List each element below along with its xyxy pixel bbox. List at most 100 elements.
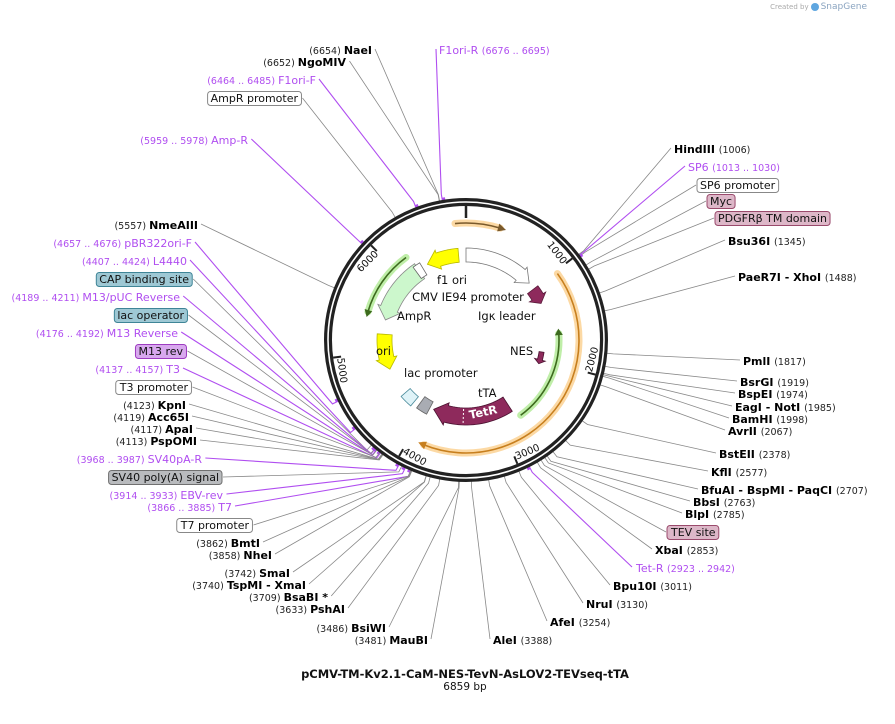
sv40-polya-box[interactable] [416,396,434,415]
label-tta[interactable]: tTA [478,386,497,400]
feature-label-myc[interactable]: Myc [706,194,736,209]
label-f1-ori[interactable]: f1 ori [437,273,467,287]
enzyme-text[interactable]: Bpu10I (3011) [613,580,692,593]
enzyme-text[interactable]: BsrGI (1919) [740,376,809,389]
primer-text[interactable]: (5959 .. 5978) Amp-R [140,134,248,147]
enzyme-text[interactable]: (6652) NgoMIV [263,56,346,69]
enzyme-text[interactable]: (5557) NmeAIII [114,219,198,232]
enzyme-label-apai[interactable]: (4117) ApaI [130,423,193,436]
enzyme-label-hindiii[interactable]: HindIII (1006) [674,143,750,156]
primer-label-tet-r[interactable]: Tet-R (2923 .. 2942) [635,562,735,575]
enzyme-label-blpi[interactable]: BlpI (2785) [685,508,745,521]
enzyme-text[interactable]: AvrII (2067) [728,425,792,438]
nes-arrow[interactable] [533,351,547,365]
feature-label-t7-promoter[interactable]: T7 promoter [176,518,253,533]
primer-label-t7[interactable]: (3866 .. 3885) T7 [147,501,232,514]
f1-ori-arrow[interactable] [426,247,460,270]
ori-arrow[interactable] [375,333,398,370]
primer-label-m13-puc-reverse[interactable]: (4189 .. 4211) M13/pUC Reverse [12,291,181,304]
enzyme-label-bamhi[interactable]: BamHI (1998) [732,413,808,426]
primer-text[interactable]: (4407 .. 4424) L4440 [82,255,187,268]
enzyme-text[interactable]: (4113) PspOMI [116,435,197,448]
enzyme-text[interactable]: AfeI (3254) [550,616,610,629]
ampr-promoter-box[interactable] [412,262,428,280]
primer-label-t3[interactable]: (4137 .. 4157) T3 [95,363,180,376]
enzyme-label-bsabi[interactable]: (3709) BsaBI * [249,591,328,604]
enzyme-label-avrii[interactable]: AvrII (2067) [728,425,792,438]
enzyme-label-naei[interactable]: (6654) NaeI [309,44,372,57]
enzyme-label-bbsi[interactable]: BbsI (2763) [693,496,755,509]
enzyme-text[interactable]: BamHI (1998) [732,413,808,426]
enzyme-label-kfli[interactable]: KflI (2577) [711,466,767,479]
enzyme-text[interactable]: PmlI (1817) [743,355,806,368]
primer-text[interactable]: Tet-R (2923 .. 2942) [635,562,735,575]
cmv-promoter-arrow[interactable] [465,247,530,284]
enzyme-text[interactable]: (3486) BsiWI [316,622,386,635]
primer-label-l4440[interactable]: (4407 .. 4424) L4440 [82,255,187,268]
enzyme-label-acc65i[interactable]: (4119) Acc65I [113,411,189,424]
primer-text[interactable]: (4657 .. 4676) pBR322ori-F [53,237,192,250]
enzyme-text[interactable]: (3709) BsaBI * [249,591,328,604]
enzyme-text[interactable]: (3858) NheI [209,549,272,562]
enzyme-text[interactable]: KflI (2577) [711,466,767,479]
enzyme-label-pmli[interactable]: PmlI (1817) [743,355,806,368]
label-nes[interactable]: NES [510,344,533,358]
enzyme-label-xbai[interactable]: XbaI (2853) [655,544,718,557]
enzyme-label-tspmi-xmai[interactable]: (3740) TspMI - XmaI [192,579,306,592]
label-cmv-promoter[interactable]: CMV IE94 promoter [412,290,524,304]
enzyme-label-eagi-noti[interactable]: EagI - NotI (1985) [735,401,836,414]
feature-text[interactable]: lac operator [117,309,184,322]
enzyme-label-bsiwi[interactable]: (3486) BsiWI [316,622,386,635]
enzyme-text[interactable]: (6654) NaeI [309,44,372,57]
enzyme-text[interactable]: (3481) MauBI [355,634,428,647]
feature-text[interactable]: M13 rev [138,345,183,358]
enzyme-text[interactable]: BstEII (2378) [719,448,790,461]
primer-text[interactable]: (6464 .. 6485) F1ori-F [207,74,316,87]
enzyme-text[interactable]: NruI (3130) [586,598,648,611]
enzyme-label-bmti[interactable]: (3862) BmtI [196,537,260,550]
enzyme-text[interactable]: BfuAI - BspMI - PaqCI (2707) [701,484,868,497]
enzyme-text[interactable]: (4119) Acc65I [113,411,189,424]
feature-text[interactable]: CAP binding site [99,273,189,286]
enzyme-label-ngomiv[interactable]: (6652) NgoMIV [263,56,346,69]
enzyme-label-nmeaiii[interactable]: (5557) NmeAIII [114,219,198,232]
primer-text[interactable]: F1ori-R (6676 .. 6695) [439,44,550,57]
enzyme-label-bpu10i[interactable]: Bpu10I (3011) [613,580,692,593]
enzyme-label-alei[interactable]: AleI (3388) [493,634,552,647]
primer-label-pbr322ori-f[interactable]: (4657 .. 4676) pBR322ori-F [53,237,192,250]
primer-text[interactable]: (3866 .. 3885) T7 [147,501,232,514]
enzyme-text[interactable]: (3633) PshAI [276,603,345,616]
enzyme-label-bsu36i[interactable]: Bsu36I (1345) [728,235,806,248]
enzyme-label-bspei[interactable]: BspEI (1974) [738,388,808,401]
feature-label-sv40-poly-a-signal[interactable]: SV40 poly(A) signal [108,470,223,485]
enzyme-label-pspomi[interactable]: (4113) PspOMI [116,435,197,448]
feature-text[interactable]: SP6 promoter [700,179,776,192]
primer-label-sp6[interactable]: SP6 (1013 .. 1030) [688,161,780,174]
enzyme-label-pshai[interactable]: (3633) PshAI [276,603,345,616]
enzyme-text[interactable]: EagI - NotI (1985) [735,401,836,414]
tta-tetr-arrow[interactable] [433,396,513,427]
feature-label-sp6-promoter[interactable]: SP6 promoter [696,178,780,193]
primer-text[interactable]: (4176 .. 4192) M13 Reverse [36,327,178,340]
feature-label-cap-binding-site[interactable]: CAP binding site [95,272,193,287]
enzyme-label-nrui[interactable]: NruI (3130) [586,598,648,611]
primer-label-m13-reverse[interactable]: (4176 .. 4192) M13 Reverse [36,327,178,340]
primer-label-sv40pa-r[interactable]: (3968 .. 3987) SV40pA-R [77,453,203,466]
primer-text[interactable]: (4189 .. 4211) M13/pUC Reverse [12,291,181,304]
label-tetr[interactable]: TetR [468,402,499,422]
enzyme-text[interactable]: BbsI (2763) [693,496,755,509]
igk-leader-arrow[interactable] [526,285,547,304]
enzyme-label-bsteii[interactable]: BstEII (2378) [719,448,790,461]
feature-text[interactable]: SV40 poly(A) signal [112,471,219,484]
feature-text[interactable]: T7 promoter [180,519,250,532]
feature-text[interactable]: PDGFRβ TM domain [718,212,827,225]
enzyme-text[interactable]: Bsu36I (1345) [728,235,806,248]
enzyme-text[interactable]: BspEI (1974) [738,388,808,401]
label-igk-leader[interactable]: Igκ leader [478,309,536,323]
primer-label-amp-r[interactable]: (5959 .. 5978) Amp-R [140,134,248,147]
enzyme-label-afei[interactable]: AfeI (3254) [550,616,610,629]
ampr-arrow[interactable] [377,263,426,321]
enzyme-text[interactable]: (3862) BmtI [196,537,260,550]
enzyme-label-bsrgi[interactable]: BsrGI (1919) [740,376,809,389]
primer-label-ebv-rev[interactable]: (3914 .. 3933) EBV-rev [110,489,224,502]
